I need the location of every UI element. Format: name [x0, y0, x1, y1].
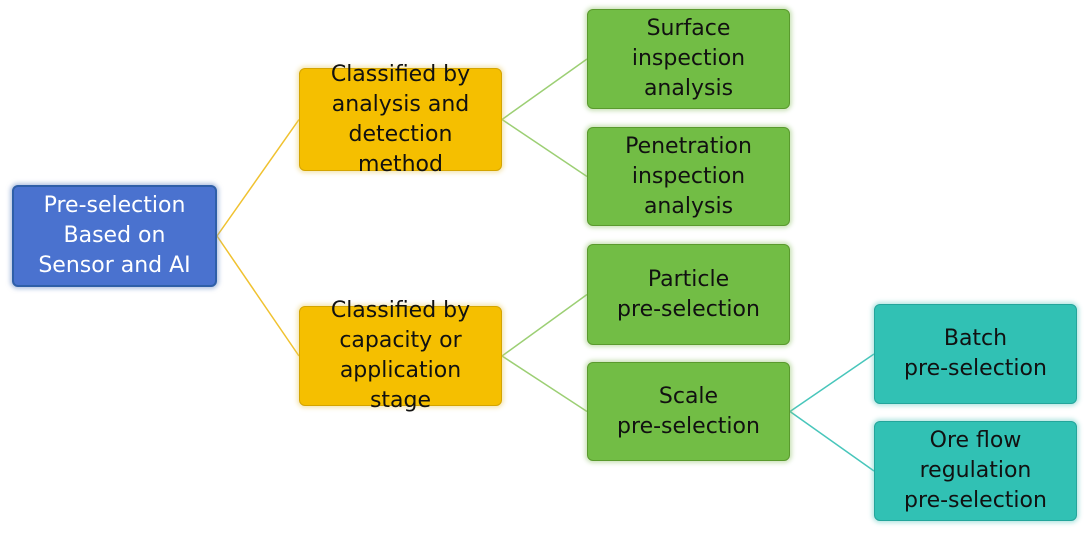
connector-category-to-method [501, 58, 588, 121]
method-node-surface-inspection: Surface inspection analysis [587, 9, 790, 109]
method-node-label: Surface inspection analysis [631, 16, 746, 101]
category-node-label: Classified by capacity or application st… [330, 298, 471, 413]
method-node-label: Particle pre-selection [617, 266, 760, 322]
connector-scale-to-sub [789, 410, 875, 472]
connector-root-to-category [216, 119, 300, 237]
root-node-label: Pre-selection Based on Sensor and AI [38, 193, 191, 278]
method-node-penetration-inspection: Penetration inspection analysis [587, 127, 790, 226]
scale-node-label: Batch pre-selection [904, 326, 1047, 381]
connector-category-to-method [501, 355, 588, 413]
method-node-scale-preselection: Scale pre-selection [587, 362, 790, 461]
connector-root-to-category [216, 235, 300, 357]
category-node-label: Classified by analysis and detection met… [330, 61, 471, 177]
connector-scale-to-sub [789, 353, 875, 413]
connector-category-to-method [501, 293, 588, 357]
method-node-label: Penetration inspection analysis [625, 133, 752, 219]
category-node-analysis-detection: Classified by analysis and detection met… [299, 62, 502, 177]
root-node: Pre-selection Based on Sensor and AI [12, 185, 217, 287]
scale-node-label: Ore flow regulation pre-selection [904, 428, 1047, 513]
category-node-capacity-stage: Classified by capacity or application st… [299, 298, 502, 413]
scale-node-ore-flow-regulation: Ore flow regulation pre-selection [874, 421, 1077, 521]
method-node-particle-preselection: Particle pre-selection [587, 244, 790, 345]
connector-category-to-method [501, 118, 588, 178]
method-node-label: Scale pre-selection [617, 383, 760, 439]
scale-node-batch-preselection: Batch pre-selection [874, 304, 1077, 404]
